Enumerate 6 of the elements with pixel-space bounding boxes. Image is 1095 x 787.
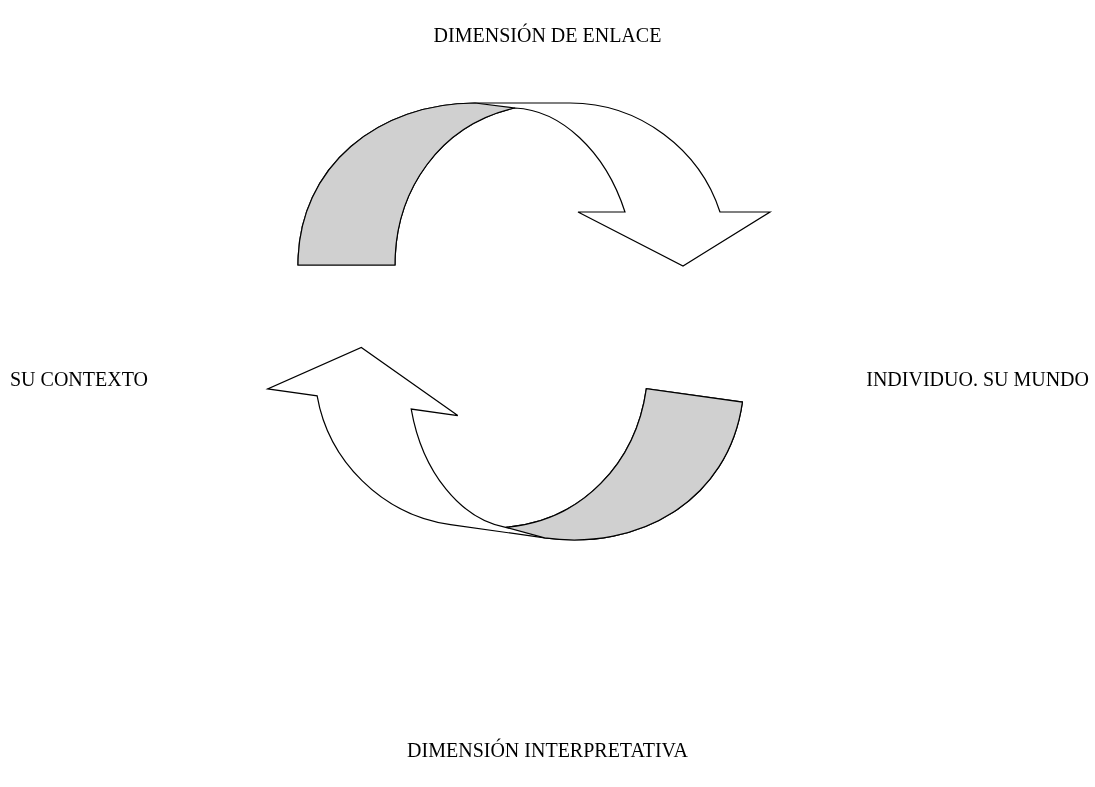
concept-text: SU CONTEXTO	[10, 364, 148, 394]
curved-arrow	[267, 346, 743, 541]
dimension-label: DIMENSIÓN DE ENLACE	[433, 22, 662, 48]
concept-text: INDIVIDUO. SU MUNDO	[866, 364, 1089, 394]
dimension-label: DIMENSIÓN INTERPRETATIVA	[407, 737, 688, 763]
curved-arrow	[297, 102, 771, 267]
